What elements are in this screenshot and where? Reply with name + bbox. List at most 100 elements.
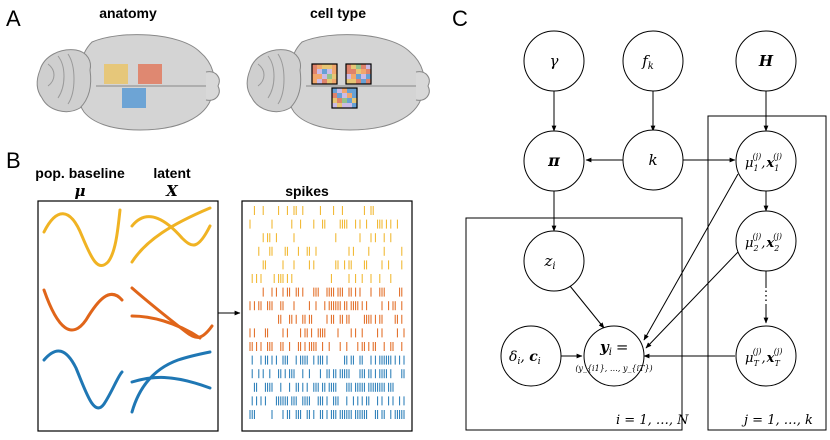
node-mu2 bbox=[735, 210, 797, 272]
y-label-bottom: (y_{i1}, …, y_{iT}) bbox=[575, 364, 652, 373]
cell-type-tile bbox=[317, 74, 322, 79]
H-label: H bbox=[758, 52, 774, 70]
pop-baseline-title: pop. baseline bbox=[35, 165, 125, 181]
z-label: zi bbox=[543, 252, 555, 272]
cell-type-tile bbox=[332, 69, 337, 74]
panel-c-letter: C bbox=[452, 6, 468, 31]
gamma-label: γ bbox=[550, 52, 559, 70]
cell-type-tile bbox=[352, 103, 357, 108]
cell-type-tile bbox=[346, 64, 351, 69]
cell-type-tile bbox=[351, 69, 356, 74]
cell-type-tile bbox=[322, 74, 327, 79]
cell-type-grid-border bbox=[331, 87, 358, 109]
graph-edges bbox=[551, 91, 769, 359]
x-symbol: X bbox=[165, 182, 179, 200]
cell-type-tile bbox=[347, 98, 352, 103]
latent-curve-orange-2 bbox=[130, 314, 202, 340]
cell-type-tile bbox=[332, 93, 337, 98]
latent-curve-orange-1 bbox=[130, 286, 214, 339]
cell-type-tile bbox=[337, 98, 342, 103]
latent-curve-yellow-1 bbox=[130, 215, 212, 247]
k-label: k bbox=[648, 151, 657, 169]
mu-symbol: μ bbox=[75, 182, 86, 200]
spikes-title: spikes bbox=[285, 183, 329, 199]
cell-type-tile bbox=[352, 88, 357, 93]
plate-j-label: j = 1, …, k bbox=[741, 413, 813, 428]
cell-type-tile bbox=[347, 93, 352, 98]
baseline-curve-blue bbox=[42, 349, 124, 410]
node-labels: γ fk H π k μ1(j),x1(j) μ2(j),x2(j) μT(j)… bbox=[509, 52, 783, 373]
cell-type-tile bbox=[317, 69, 322, 74]
node-fk bbox=[622, 30, 684, 92]
cell-type-tile bbox=[312, 64, 317, 69]
pi-label: π bbox=[547, 151, 560, 170]
cell-type-tile bbox=[347, 88, 352, 93]
cell-type-tile bbox=[322, 79, 327, 84]
region-yellow bbox=[104, 64, 128, 84]
node-delta bbox=[500, 325, 562, 387]
cell-type-tile bbox=[322, 69, 327, 74]
panel-c: C i = 1, …, N j = 1, …, k ⋮ bbox=[452, 6, 827, 431]
cell-type-tile bbox=[366, 69, 371, 74]
latent-curve-blue-2 bbox=[130, 375, 212, 390]
cell-type-tile bbox=[346, 69, 351, 74]
latent-curve-blue-1 bbox=[130, 350, 212, 414]
cell-type-tile bbox=[361, 64, 366, 69]
plate-j bbox=[707, 115, 827, 431]
cell-type-tile bbox=[361, 79, 366, 84]
delta-c-label: δi, ci bbox=[509, 349, 541, 367]
cell-type-tile bbox=[346, 79, 351, 84]
cell-type-tile bbox=[342, 103, 347, 108]
muT-label: μT(j),xT(j) bbox=[745, 347, 783, 368]
cell-type-tile bbox=[327, 64, 332, 69]
curves bbox=[42, 206, 214, 414]
cell-type-tile bbox=[332, 88, 337, 93]
edge-z-y bbox=[569, 285, 605, 329]
cell-type-tile bbox=[351, 74, 356, 79]
chain-dots: ⋮ bbox=[760, 289, 773, 304]
cell-type-grid-2 bbox=[345, 63, 372, 85]
panel-b: B pop. baseline μ latent X spikes bbox=[6, 148, 413, 432]
cell-type-tile bbox=[342, 98, 347, 103]
baseline-curve-orange bbox=[42, 288, 124, 332]
region-red bbox=[138, 64, 162, 84]
node-pi bbox=[523, 130, 585, 192]
node-y bbox=[583, 325, 645, 387]
fk-label: fk bbox=[641, 52, 654, 72]
cell-type-tile bbox=[342, 93, 347, 98]
cell-type-tile bbox=[351, 79, 356, 84]
cell-type-title: cell type bbox=[310, 5, 366, 21]
cell-type-tile bbox=[317, 64, 322, 69]
cell-type-tile bbox=[366, 74, 371, 79]
anatomy-title: anatomy bbox=[99, 5, 157, 21]
cell-type-tile bbox=[312, 79, 317, 84]
cell-type-tile bbox=[342, 88, 347, 93]
node-gamma bbox=[523, 30, 585, 92]
cell-type-tile bbox=[356, 69, 361, 74]
cell-type-tile bbox=[332, 64, 337, 69]
mu2-label: μ2(j),x2(j) bbox=[745, 232, 782, 253]
cell-type-tile bbox=[356, 64, 361, 69]
mu1-label: μ1(j),x1(j) bbox=[745, 152, 782, 173]
cell-type-tile bbox=[332, 98, 337, 103]
brain-left bbox=[36, 34, 220, 131]
cell-type-tile bbox=[366, 79, 371, 84]
node-k bbox=[622, 129, 684, 191]
cell-type-tile bbox=[327, 79, 332, 84]
node-muT bbox=[735, 325, 797, 387]
cell-type-tile bbox=[361, 69, 366, 74]
cell-type-tile bbox=[317, 79, 322, 84]
cell-type-tile bbox=[337, 103, 342, 108]
cell-type-tile bbox=[361, 74, 366, 79]
node-z bbox=[523, 230, 585, 292]
cell-type-tile bbox=[337, 93, 342, 98]
graph-nodes bbox=[500, 30, 797, 387]
spike-raster bbox=[249, 206, 405, 419]
cell-type-tile bbox=[332, 74, 337, 79]
y-label-top: yi= bbox=[599, 338, 629, 358]
cell-type-grid-border bbox=[345, 63, 372, 85]
cell-type-tile bbox=[356, 74, 361, 79]
panel-a-letter: A bbox=[6, 6, 21, 31]
baseline-curve-yellow bbox=[42, 208, 122, 267]
